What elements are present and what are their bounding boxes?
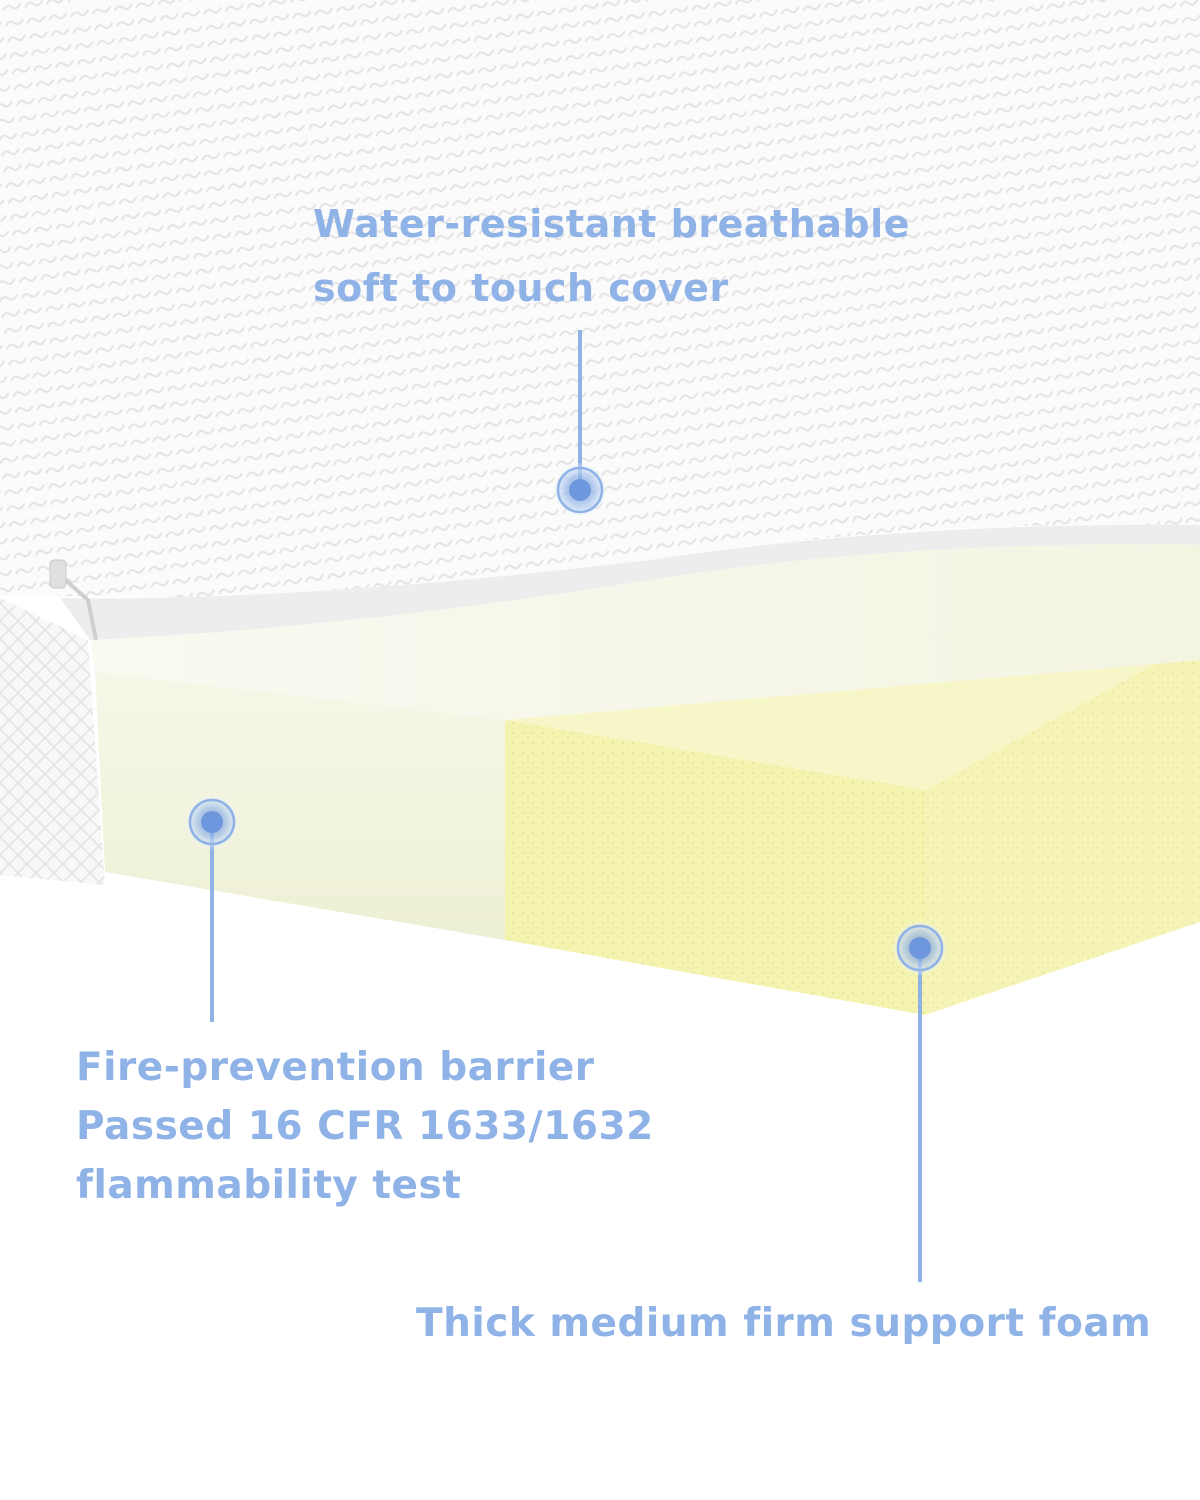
cover-callout-line-2: soft to touch cover [313, 266, 729, 310]
barrier-target-dot [184, 794, 240, 850]
barrier-callout-text: Fire-prevention barrier Passed 16 CFR 16… [76, 1038, 654, 1215]
cover-callout-text: Water-resistant breathable soft to touch… [313, 192, 910, 320]
foam-callout-text: Thick medium firm support foam [416, 1295, 1151, 1353]
barrier-callout-line-2: Passed 16 CFR 1633/1632 [76, 1104, 654, 1149]
barrier-callout-line-3: flammability test [76, 1163, 462, 1208]
foam-cut-front-face [925, 660, 1200, 1015]
cover-target-dot [552, 462, 608, 518]
cover-top-surface [0, 0, 1200, 599]
cover-callout-line-1: Water-resistant breathable [313, 202, 910, 246]
foam-target-dot [892, 920, 948, 976]
foam-cut-top [505, 664, 1155, 790]
foam-top-face [90, 544, 1200, 720]
barrier-callout-line-1: Fire-prevention barrier [76, 1045, 595, 1090]
foam-side-face [95, 672, 505, 940]
foam-cut-face [505, 720, 925, 1015]
zipper-pull [49, 559, 67, 589]
cover-side-panel [0, 598, 105, 885]
foam-callout-line-1: Thick medium firm support foam [416, 1301, 1152, 1346]
cover-edge [60, 524, 1200, 640]
